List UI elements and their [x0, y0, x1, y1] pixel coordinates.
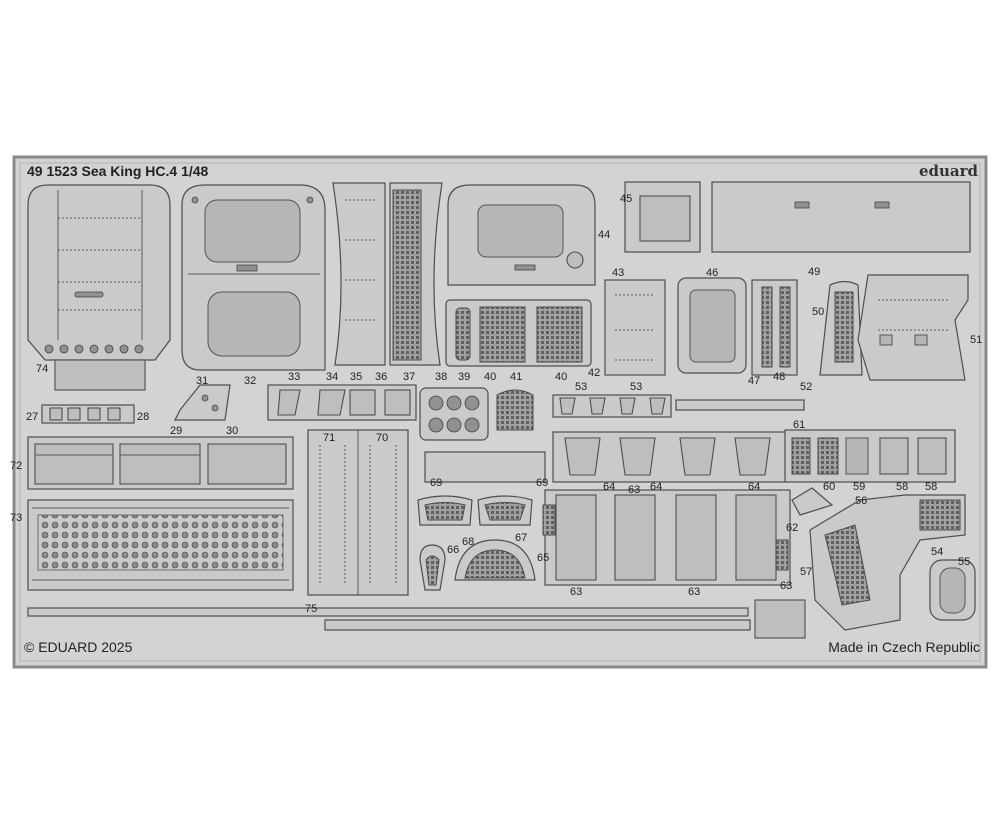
part-number-label: 58: [925, 481, 937, 493]
fret-title: 49 1523 Sea King HC.4 1/48: [27, 163, 209, 179]
part-number-label: 44: [598, 229, 610, 241]
part-number-label: 69: [430, 477, 442, 489]
part-number-label: 49: [808, 266, 820, 278]
part-number-label: 73: [10, 512, 22, 524]
part-number-label: 59: [853, 481, 865, 493]
part-35-37-frame: [332, 182, 443, 366]
part-49-51: [819, 274, 969, 381]
part-58-61: [784, 429, 956, 483]
part-70-71: [307, 429, 409, 596]
part-63-panels: [542, 489, 791, 586]
part-number-label: 60: [823, 481, 835, 493]
part-number-label: 58: [896, 481, 908, 493]
part-number-label: 42: [588, 367, 600, 379]
part-number-label: 71: [323, 432, 335, 444]
part-number-label: 36: [375, 371, 387, 383]
part-number-label: 43: [612, 267, 624, 279]
part-45-strip: [624, 181, 971, 253]
part-27-28: [41, 404, 135, 424]
part-number-label: 53: [630, 381, 642, 393]
part-number-label: 34: [326, 371, 338, 383]
part-38: [419, 387, 534, 441]
part-65-69: [417, 451, 546, 591]
part-number-label: 63: [780, 580, 792, 592]
part-54-55: [929, 559, 976, 621]
part-52-53: [552, 394, 805, 418]
part-44: [447, 184, 596, 286]
part-number-label: 30: [226, 425, 238, 437]
part-39-41: [445, 299, 592, 367]
part-number-label: 72: [10, 460, 22, 472]
part-number-label: 31: [196, 375, 208, 387]
part-number-label: 66: [447, 544, 459, 556]
part-number-label: 47: [748, 375, 760, 387]
part-75: [27, 607, 751, 631]
part-31-32: [181, 184, 326, 371]
part-64-row: [552, 431, 789, 483]
part-number-label: 57: [800, 566, 812, 578]
part-number-label: 52: [800, 381, 812, 393]
part-number-label: 64: [603, 481, 615, 493]
part-number-label: 45: [620, 193, 632, 205]
part-number-label: 69: [536, 477, 548, 489]
part-number-label: 63: [628, 484, 640, 496]
part-number-label: 50: [812, 306, 824, 318]
part-number-label: 35: [350, 371, 362, 383]
part-number-label: 37: [403, 371, 415, 383]
part-number-label: 27: [26, 411, 38, 423]
part-number-label: 32: [244, 375, 256, 387]
part-number-label: 64: [748, 481, 760, 493]
part-number-label: 70: [376, 432, 388, 444]
part-73: [27, 499, 294, 591]
part-number-label: 40: [555, 371, 567, 383]
origin-text: Made in Czech Republic: [828, 639, 980, 655]
part-number-label: 55: [958, 556, 970, 568]
part-43-48: [604, 277, 798, 376]
part-number-label: 53: [575, 381, 587, 393]
part-number-label: 62: [786, 522, 798, 534]
part-number-label: 46: [706, 267, 718, 279]
part-33-34: [267, 384, 417, 421]
part-74: [27, 184, 171, 391]
part-number-label: 51: [970, 334, 982, 346]
part-56-57: [754, 487, 966, 639]
part-number-label: 28: [137, 411, 149, 423]
part-number-labels: 74 31 32 33 34 35 36 37 38 39 40 41 40 42 43 44 45 46 47 48…: [10, 193, 982, 615]
part-number-label: 40: [484, 371, 496, 383]
part-number-label: 29: [170, 425, 182, 437]
copyright-text: © EDUARD 2025: [24, 639, 133, 655]
part-29-30: [174, 384, 231, 421]
part-number-label: 67: [515, 532, 527, 544]
part-number-label: 68: [462, 536, 474, 548]
part-number-label: 64: [650, 481, 662, 493]
part-number-label: 75: [305, 603, 317, 615]
part-number-label: 41: [510, 371, 522, 383]
part-number-label: 61: [793, 419, 805, 431]
part-number-label: 38: [435, 371, 447, 383]
part-number-label: 63: [688, 586, 700, 598]
part-number-label: 33: [288, 371, 300, 383]
brand-logo: eduard: [919, 162, 979, 180]
part-number-label: 63: [570, 586, 582, 598]
part-number-label: 74: [36, 363, 48, 375]
part-72: [27, 436, 294, 490]
part-number-label: 56: [855, 495, 867, 507]
part-number-label: 54: [931, 546, 943, 558]
part-number-label: 65: [537, 552, 549, 564]
part-number-label: 48: [773, 371, 785, 383]
part-number-label: 39: [458, 371, 470, 383]
